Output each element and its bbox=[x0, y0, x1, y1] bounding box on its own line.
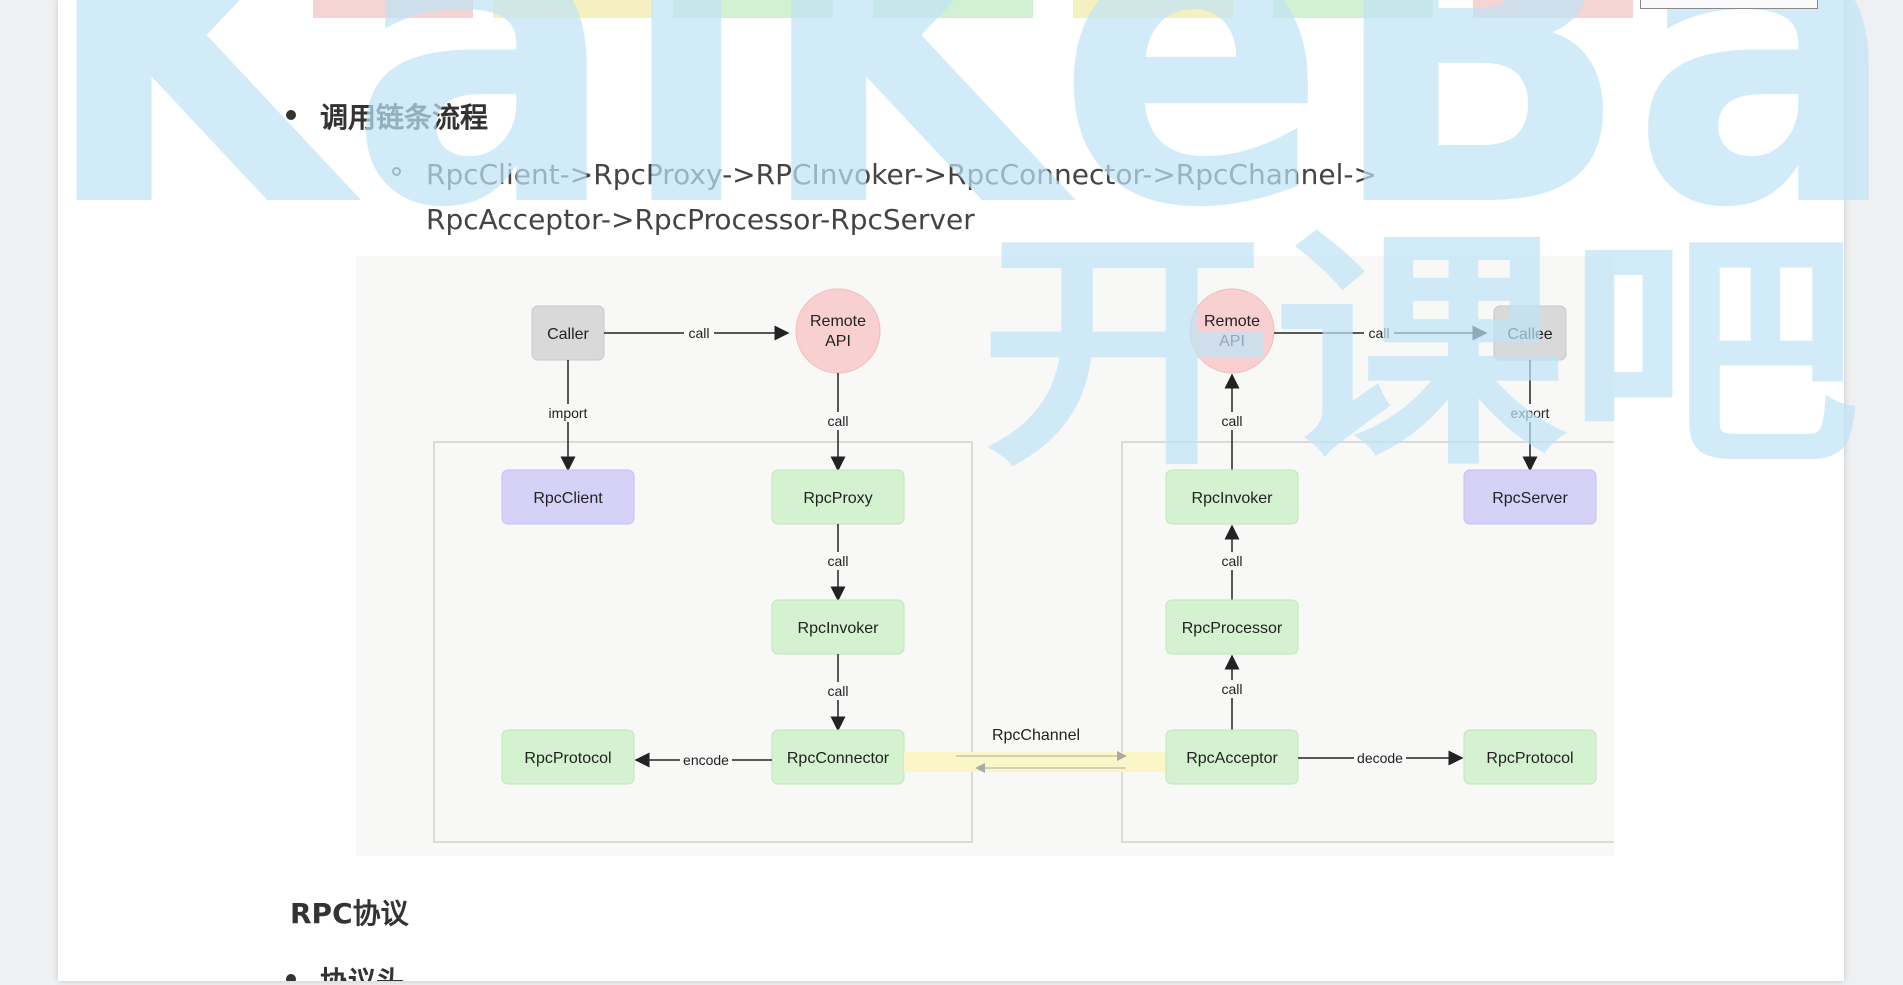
label-call-right-processor: call bbox=[1221, 553, 1242, 569]
remote-api-right-line1: Remote bbox=[1204, 313, 1260, 330]
label-call-invoker: call bbox=[827, 553, 848, 569]
label-call-right-acceptor: call bbox=[1221, 681, 1242, 697]
remote-api-left-line1: Remote bbox=[810, 313, 866, 330]
label-call-proxy: call bbox=[827, 413, 848, 429]
label-call-top-right: call bbox=[1368, 325, 1389, 341]
label-import: import bbox=[549, 405, 588, 421]
rpc-call-chain-diagram: Caller Remote API Remote API Callee call bbox=[356, 256, 1614, 856]
rpc-processor-node bbox=[1165, 599, 1299, 655]
bullet-call-chain: 调用链条流程 bbox=[286, 96, 1720, 136]
rpc-server-node bbox=[1463, 469, 1597, 525]
rpc-proxy-label: RpcProxy bbox=[803, 490, 872, 507]
rpc-client-node bbox=[501, 469, 635, 525]
bullet-call-chain-title: 调用链条流程 bbox=[320, 101, 489, 134]
rpc-invoker-right-node bbox=[1165, 469, 1299, 525]
rpc-protocol-right-label: RpcProtocol bbox=[1486, 750, 1573, 767]
label-decode: decode bbox=[1357, 750, 1403, 766]
bullet-chain-text: RpcClient->RpcProxy->RPCInvoker->RpcConn… bbox=[392, 152, 1386, 242]
previous-figure-remnant bbox=[313, 0, 1663, 18]
remote-api-left-line2: API bbox=[825, 333, 851, 350]
server-container bbox=[1121, 441, 1614, 843]
rpc-channel-label: RpcChannel bbox=[992, 727, 1080, 744]
label-encode: encode bbox=[683, 752, 729, 768]
bullet-protocol-header: 协议头 bbox=[286, 960, 1720, 981]
rpc-protocol-right-node bbox=[1463, 729, 1597, 785]
rpc-processor-label: RpcProcessor bbox=[1182, 620, 1283, 637]
bullet-ring bbox=[392, 167, 401, 176]
diagram-svg: Caller Remote API Remote API Callee call bbox=[433, 288, 1614, 843]
document-page: 调用链条流程 RpcClient->RpcProxy->RPCInvoker->… bbox=[58, 0, 1844, 981]
rpc-acceptor-label: RpcAcceptor bbox=[1186, 750, 1278, 767]
chain-line-1: RpcClient->RpcProxy->RPCInvoker->RpcConn… bbox=[426, 158, 1377, 191]
rpc-server-label: RpcServer bbox=[1492, 490, 1568, 507]
document-content: 调用链条流程 RpcClient->RpcProxy->RPCInvoker->… bbox=[58, 0, 1844, 981]
label-export: export bbox=[1511, 405, 1550, 421]
rpc-invoker-right-label: RpcInvoker bbox=[1192, 490, 1274, 507]
remote-api-right-line2: API bbox=[1219, 333, 1245, 350]
callee-label: Callee bbox=[1507, 326, 1552, 343]
bullet-dot bbox=[286, 110, 296, 120]
chain-line-2: RpcAcceptor->RpcProcessor-RpcServer bbox=[426, 203, 975, 236]
heading-rpc-protocol: RPC协议 bbox=[290, 897, 409, 930]
rpc-invoker-left-label: RpcInvoker bbox=[798, 620, 880, 637]
rpc-protocol-left-label: RpcProtocol bbox=[524, 750, 611, 767]
remote-api-right-node bbox=[1189, 288, 1275, 374]
bullet-dot bbox=[286, 974, 296, 981]
rpc-channel-band bbox=[904, 752, 1178, 772]
rpc-client-label: RpcClient bbox=[533, 490, 603, 507]
remote-api-left-node bbox=[795, 288, 881, 374]
label-call-right-invoker: call bbox=[1221, 413, 1242, 429]
rpc-connector-label: RpcConnector bbox=[787, 750, 890, 767]
rpc-protocol-left-node bbox=[501, 729, 635, 785]
label-call-top-left: call bbox=[688, 325, 709, 341]
rpc-acceptor-node bbox=[1165, 729, 1299, 785]
caller-label: Caller bbox=[547, 326, 589, 343]
bullet-protocol-header-text: 协议头 bbox=[320, 965, 404, 981]
label-call-connector: call bbox=[827, 683, 848, 699]
client-container bbox=[433, 441, 973, 843]
